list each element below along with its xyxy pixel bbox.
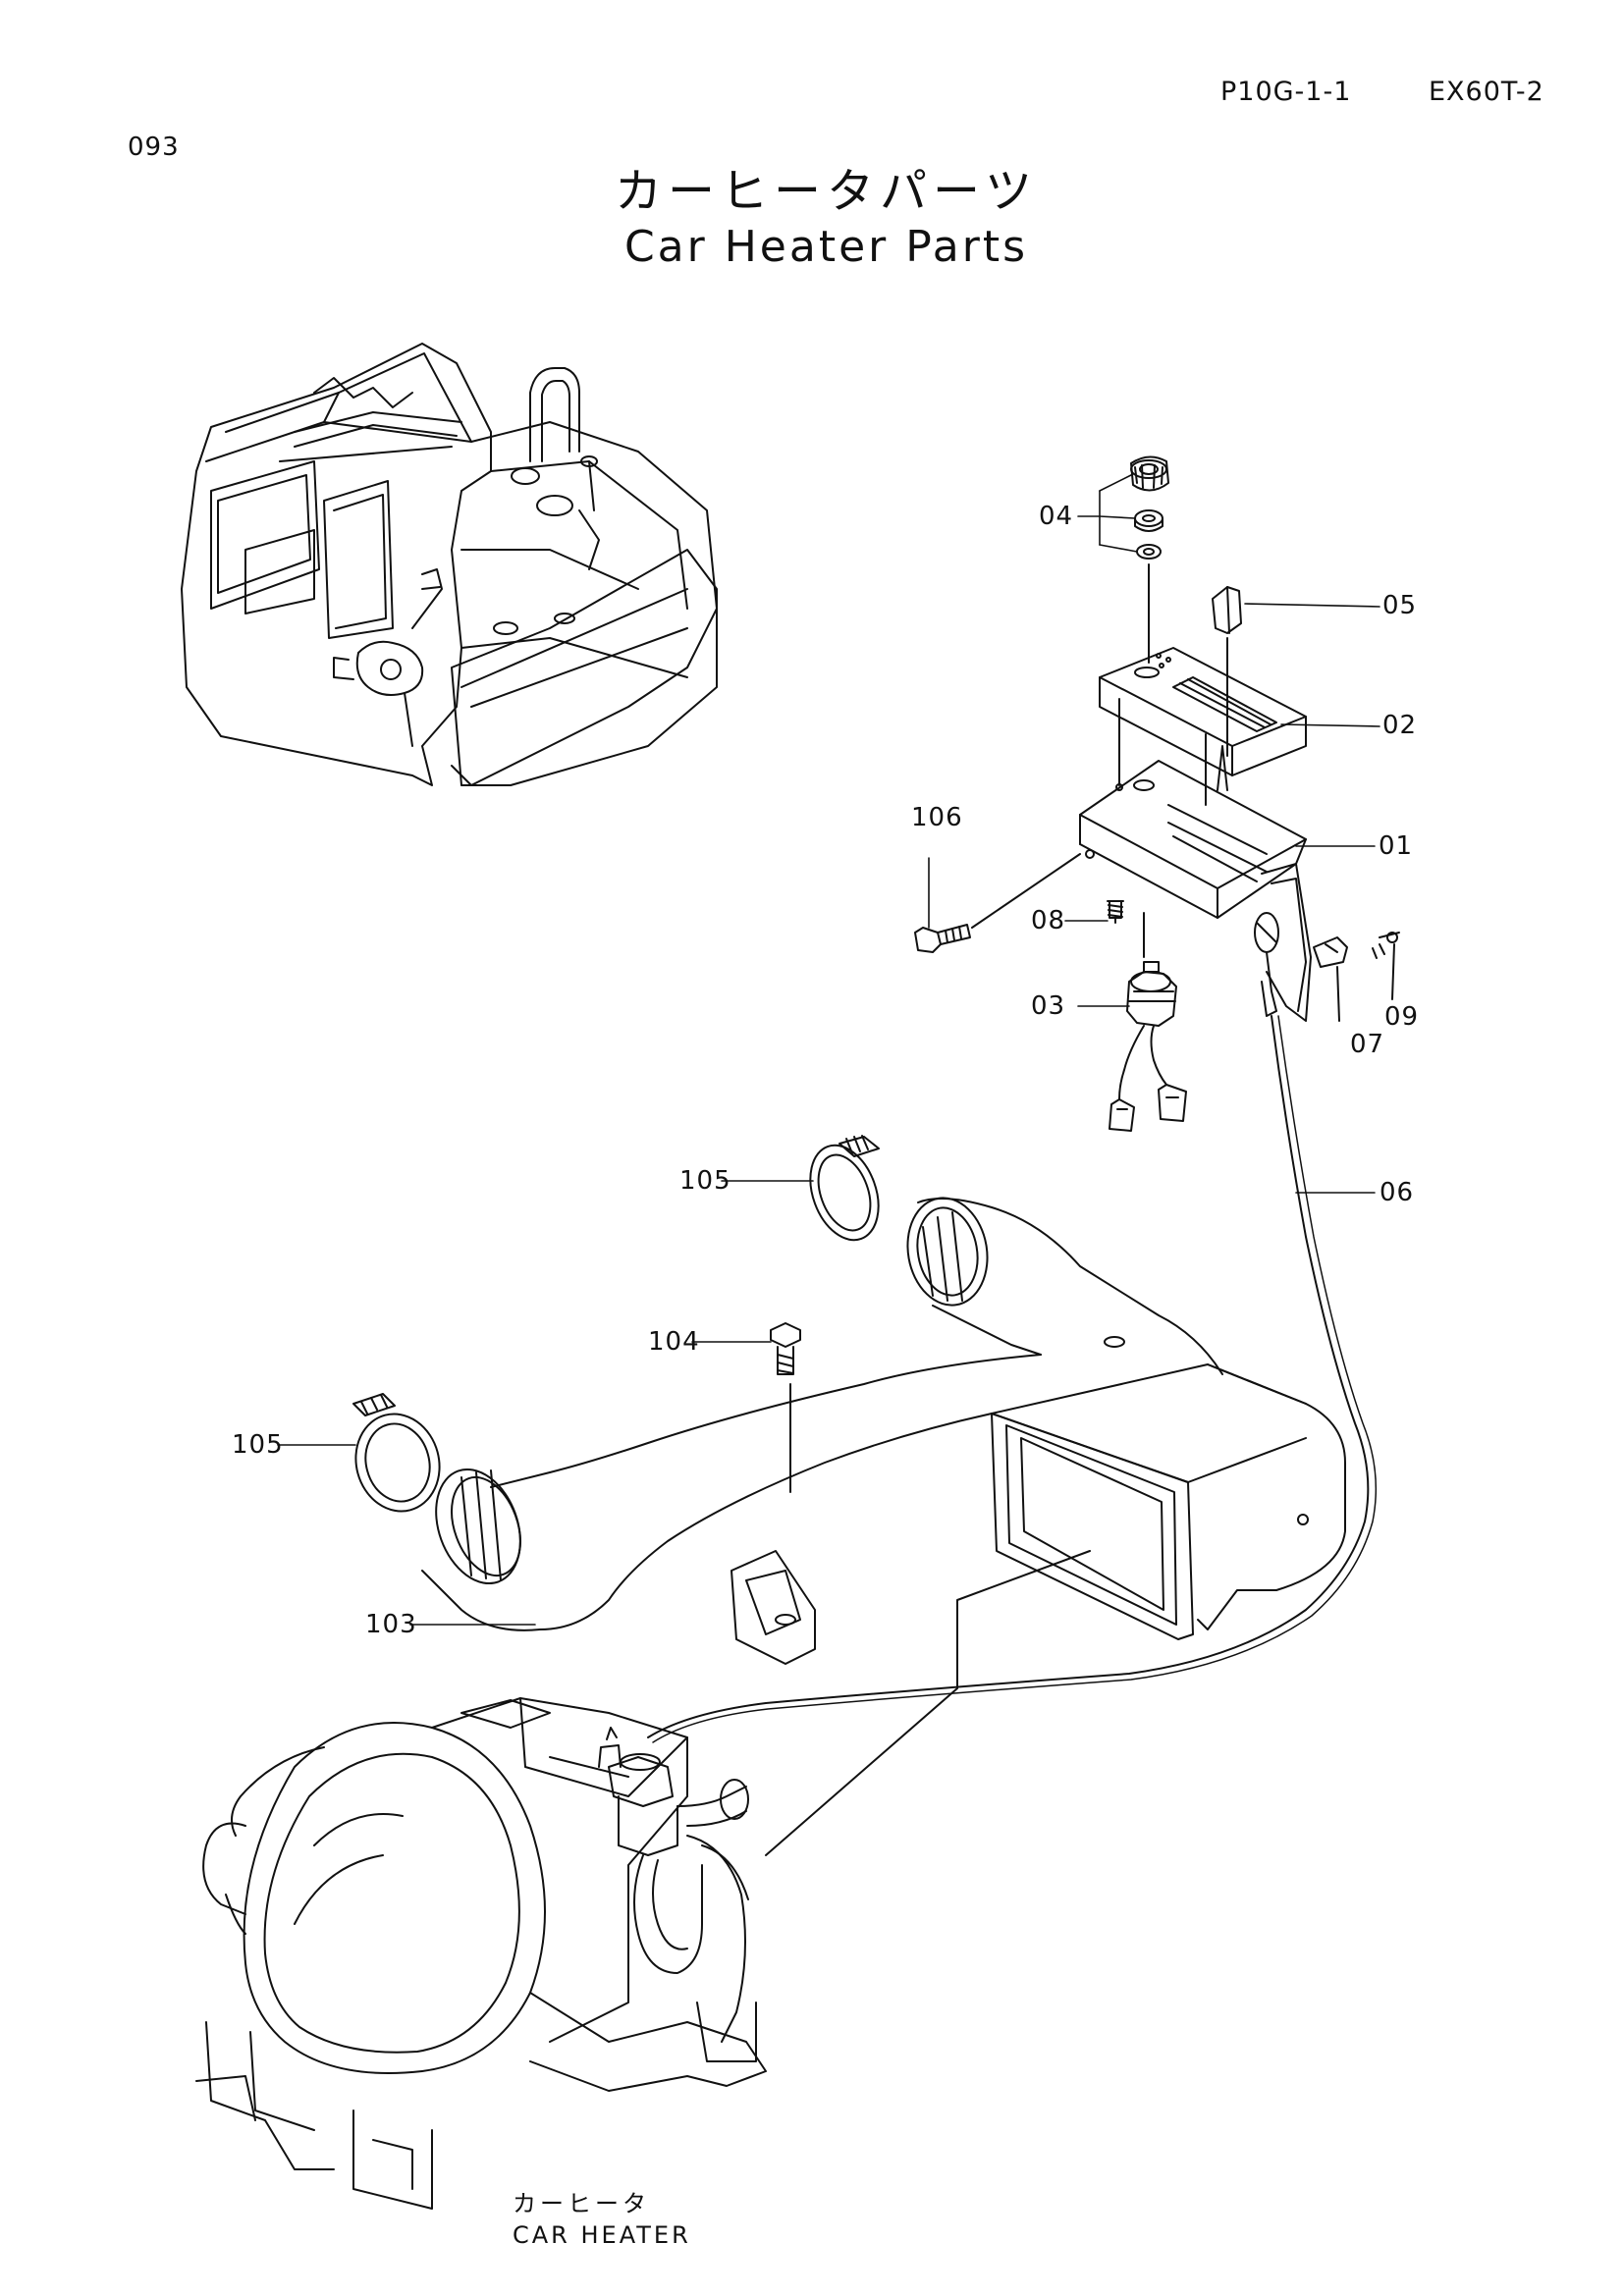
callout-09: 09 [1384,1002,1420,1032]
callout-06: 06 [1380,1178,1415,1207]
page-code: P10G-1-1 [1220,77,1352,107]
car-heater-label-english: CAR HEATER [513,2221,691,2249]
callout-07: 07 [1350,1030,1385,1059]
callout-05: 05 [1382,591,1418,620]
car-heater-label-japanese: カーヒータ [513,2190,650,2217]
model-code: EX60T-2 [1429,77,1544,107]
page-number: 093 [128,133,180,162]
callout-105-lower: 105 [232,1430,284,1460]
excavator-overview-illustration [182,344,717,785]
callout-01: 01 [1379,831,1414,861]
callout-104: 104 [648,1327,700,1357]
small-screw-08 [1108,901,1144,957]
callout-leader-lines [278,475,1380,1625]
duct-heater-connection-line [766,1551,1090,1855]
title-japanese: カーヒータパーツ [614,164,1039,219]
title-english: Car Heater Parts [623,222,1029,272]
bolt-104 [771,1323,800,1492]
callout-08: 08 [1031,906,1066,935]
car-heater-unit [196,1698,766,2209]
callout-105-upper: 105 [679,1166,731,1196]
callout-04: 04 [1039,502,1074,531]
duct-103 [421,1192,1345,1664]
callout-106: 106 [911,803,963,832]
plate-02 [1100,648,1306,805]
hose-clamp-105-upper [798,1136,891,1250]
bolt-106 [915,854,1080,952]
control-cable-06 [648,1016,1368,1737]
callout-02: 02 [1382,711,1418,740]
control-knob-04 [1131,456,1168,663]
callout-03: 03 [1031,991,1066,1021]
bracket-01 [1080,746,1311,1021]
callout-103: 103 [365,1610,417,1639]
hose-clamp-105-lower [345,1394,450,1521]
switch-03 [1109,962,1186,1131]
clip-07-screw-09 [1314,933,1399,1021]
